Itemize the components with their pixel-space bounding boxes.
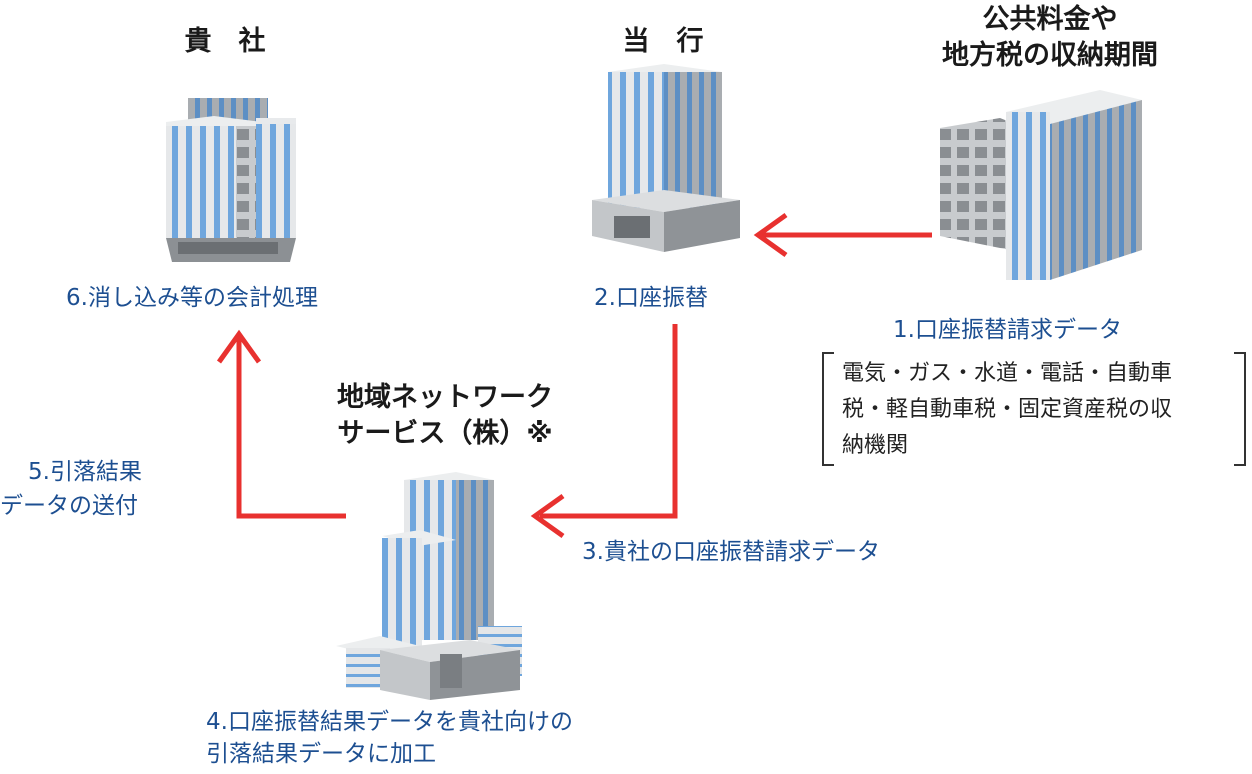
step1-detail-line3: 納機関: [842, 433, 909, 458]
agency-title-line2: 地方税の収納期間: [942, 40, 1158, 71]
network-building-icon: [336, 472, 522, 700]
agency-title-line1: 公共料金や: [982, 4, 1118, 35]
network-title-line2: サービス（株）※: [337, 418, 553, 449]
network-title-line1: 地域ネットワーク: [337, 382, 553, 413]
step4-label-line1: 4.口座振替結果データを貴社向けの: [206, 709, 573, 735]
company-title: 貴 社: [184, 26, 266, 57]
arrow-step1: [753, 212, 932, 258]
company-building-icon: [166, 98, 296, 262]
arrow-step5: [216, 329, 346, 519]
step3-label: 3.貴社の口座振替請求データ: [582, 539, 880, 565]
detail-bracket-right: [1234, 352, 1246, 466]
step1-detail-line1: 電気・ガス・水道・電話・自動車: [842, 361, 1173, 386]
step5-label-line2: データの送付: [0, 493, 138, 519]
step1-detail-line2: 税・軽自動車税・固定資産税の収: [842, 397, 1173, 422]
step2-label: 2.口座振替: [594, 285, 708, 311]
step1-label: 1.口座振替請求データ: [893, 317, 1122, 343]
bank-building-icon: [592, 64, 740, 252]
bank-title: 当 行: [622, 26, 704, 57]
step6-label: 6.消し込み等の会計処理: [66, 285, 318, 311]
step5-label-line1: 5.引落結果: [28, 459, 142, 485]
agency-building-icon: [940, 90, 1142, 280]
step4-label-line2: 引落結果データに加工: [206, 741, 436, 767]
detail-bracket-left: [822, 352, 834, 466]
arrow-step3: [530, 324, 678, 539]
